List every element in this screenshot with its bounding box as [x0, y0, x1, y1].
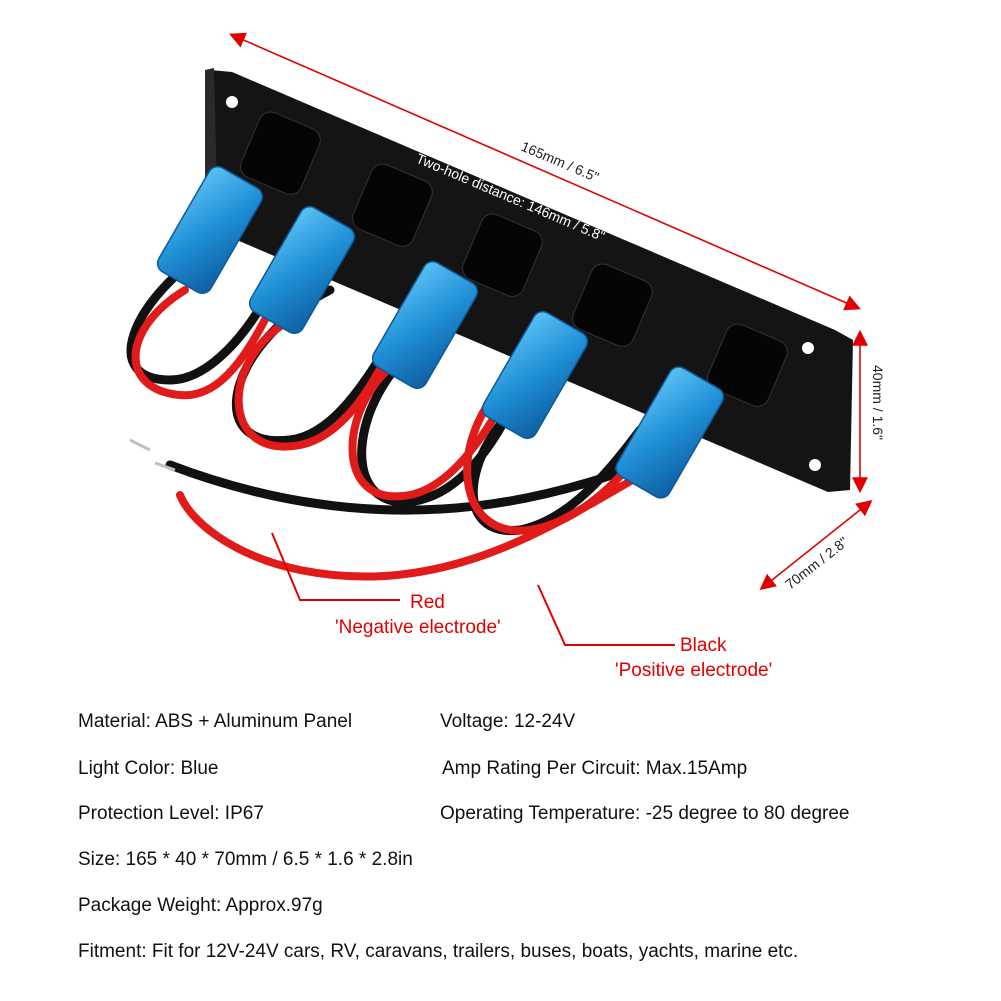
wire-connector-icon [615, 366, 725, 499]
black-wire-desc: 'Positive electrode' [615, 660, 772, 681]
callout-lines [271, 532, 675, 646]
spec-protection: Protection Level: IP67 [78, 803, 264, 824]
mount-hole [809, 459, 821, 471]
black-wire-label: Black [680, 635, 727, 656]
dimension-lines [229, 32, 873, 590]
wire-connector-icon [481, 310, 589, 440]
mount-hole [802, 342, 814, 354]
product-photo: 165mm / 6.5" Two-hole distance: 146mm / … [126, 32, 886, 681]
red-callout-line [271, 532, 400, 601]
black-callout-line [537, 584, 675, 646]
spec-weight: Package Weight: Approx.97g [78, 895, 323, 916]
red-wire-label: Red [410, 592, 445, 613]
spec-material: Material: ABS + Aluminum Panel [78, 711, 353, 732]
depth-dimension-line [759, 500, 873, 590]
spec-voltage: Voltage: 12-24V [440, 711, 576, 732]
wire-tips [129, 438, 176, 472]
red-wire-desc: 'Negative electrode' [335, 617, 501, 638]
mount-hole [226, 96, 238, 108]
spec-light-color: Light Color: Blue [78, 758, 219, 779]
spec-fitment: Fitment: Fit for 12V-24V cars, RV, carav… [78, 941, 799, 962]
spec-size: Size: 165 * 40 * 70mm / 6.5 * 1.6 * 2.8i… [78, 849, 413, 870]
spec-amp-rating: Amp Rating Per Circuit: Max.15Amp [442, 758, 748, 779]
length-dimension-line [229, 32, 861, 311]
spec-temperature: Operating Temperature: -25 degree to 80 … [440, 803, 850, 824]
height-label: 40mm / 1.6" [870, 365, 886, 440]
rocker-switch-icon [707, 323, 788, 407]
